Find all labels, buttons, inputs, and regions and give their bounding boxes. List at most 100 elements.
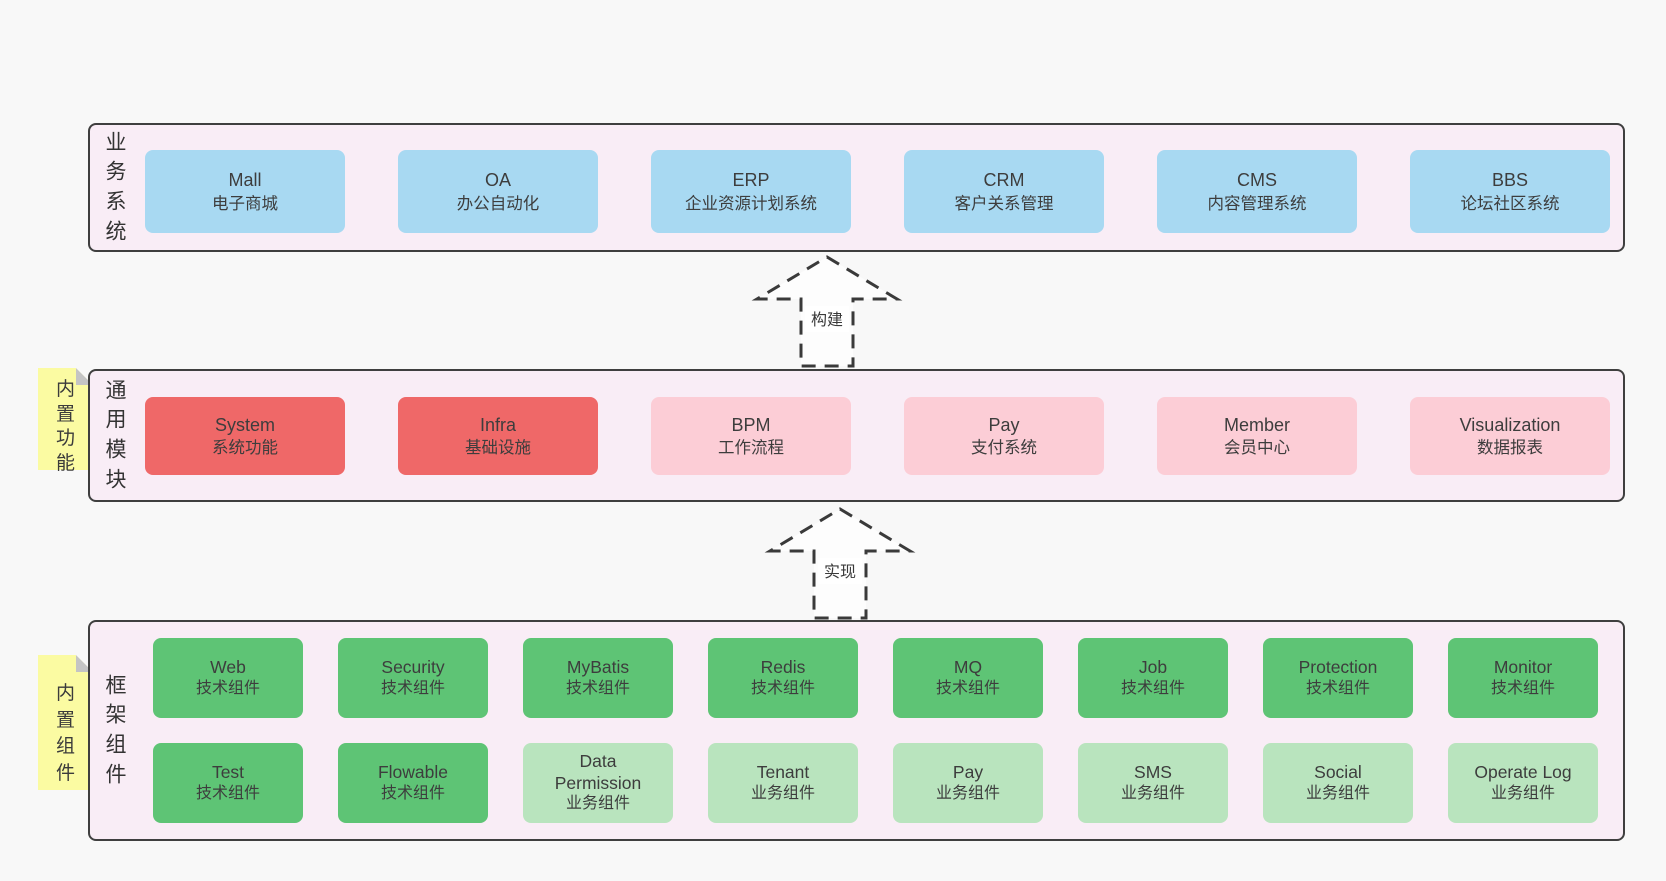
- box-oa: OA 办公自动化: [398, 150, 598, 233]
- box-bbs: BBS 论坛社区系统: [1410, 150, 1610, 233]
- box-title: Mall: [228, 170, 262, 191]
- box-subtitle: 技术组件: [380, 784, 445, 802]
- box-title: OA: [484, 170, 511, 191]
- box-subtitle: 系统功能: [212, 439, 278, 458]
- box-subtitle: 技术组件: [195, 784, 260, 802]
- box-title: Data Permission: [554, 750, 642, 793]
- box-title: Visualization: [1459, 414, 1561, 435]
- box-subtitle: 办公自动化: [456, 194, 540, 213]
- box-subtitle: 基础设施: [465, 439, 531, 458]
- box-subtitle: 业务组件: [565, 795, 630, 813]
- box-title: Flowable: [377, 761, 449, 782]
- box-subtitle: 技术组件: [1490, 679, 1555, 697]
- box-subtitle: 业务组件: [1490, 784, 1555, 802]
- box-tenant: Tenant 业务组件: [708, 743, 858, 823]
- box-subtitle: 技术组件: [380, 679, 445, 697]
- box-subtitle: 客户关系管理: [954, 194, 1054, 213]
- box-title: Web: [210, 656, 246, 677]
- box-title: Member: [1223, 414, 1290, 435]
- band-label: 业务系统: [105, 130, 127, 244]
- box-security: Security 技术组件: [338, 638, 488, 718]
- box-pay-component: Pay 业务组件: [893, 743, 1043, 823]
- box-web: Web 技术组件: [153, 638, 303, 718]
- box-title: Infra: [479, 414, 517, 435]
- box-flowable: Flowable 技术组件: [338, 743, 488, 823]
- box-test: Test 技术组件: [153, 743, 303, 823]
- box-title: BPM: [731, 414, 771, 435]
- box-subtitle: 工作流程: [718, 439, 784, 458]
- box-title: Tenant: [756, 761, 810, 782]
- band-label: 通用模块: [105, 378, 127, 492]
- box-title: Operate Log: [1474, 761, 1572, 782]
- box-pay-system: Pay 支付系统: [904, 397, 1104, 475]
- box-title: MQ: [953, 656, 983, 677]
- box-title: SMS: [1134, 761, 1172, 782]
- box-title: Monitor: [1493, 656, 1553, 677]
- box-job: Job 技术组件: [1078, 638, 1228, 718]
- box-crm: CRM 客户关系管理: [904, 150, 1104, 233]
- box-title: System: [214, 414, 275, 435]
- box-sms: SMS 业务组件: [1078, 743, 1228, 823]
- box-erp: ERP 企业资源计划系统: [651, 150, 851, 233]
- box-monitor: Monitor 技术组件: [1448, 638, 1598, 718]
- box-subtitle: 业务组件: [935, 784, 1000, 802]
- box-subtitle: 会员中心: [1224, 439, 1290, 458]
- component-row-2: Test 技术组件 Flowable 技术组件 Data Permission …: [153, 743, 1598, 823]
- box-subtitle: 业务组件: [1120, 784, 1185, 802]
- box-subtitle: 业务组件: [1305, 784, 1370, 802]
- band-common-modules: 通用模块 System 系统功能 Infra 基础设施 BPM 工作流程 Pay…: [88, 369, 1625, 502]
- band-framework-components: 框架组件 Web 技术组件 Security 技术组件 MyBatis 技术组件…: [88, 620, 1625, 841]
- box-title: BBS: [1491, 170, 1529, 191]
- box-mall: Mall 电子商城: [145, 150, 345, 233]
- arrow-label: 实现: [824, 563, 856, 581]
- box-title: MyBatis: [566, 656, 630, 677]
- box-subtitle: 企业资源计划系统: [685, 194, 817, 213]
- box-social: Social 业务组件: [1263, 743, 1413, 823]
- box-title: Security: [381, 656, 445, 677]
- box-subtitle: 内容管理系统: [1207, 194, 1307, 213]
- note-label: 内置组件: [55, 683, 75, 784]
- box-member: Member 会员中心: [1157, 397, 1357, 475]
- box-title: Test: [211, 761, 245, 782]
- box-title: Redis: [760, 656, 806, 677]
- box-subtitle: 技术组件: [1120, 679, 1185, 697]
- box-subtitle: 技术组件: [750, 679, 815, 697]
- box-operate-log: Operate Log 业务组件: [1448, 743, 1598, 823]
- component-row-1: Web 技术组件 Security 技术组件 MyBatis 技术组件 Redi…: [153, 638, 1598, 718]
- box-data-permission: Data Permission 业务组件: [523, 743, 673, 823]
- sticky-note-builtin-components: 内置组件: [38, 655, 93, 790]
- box-bpm: BPM 工作流程: [651, 397, 851, 475]
- box-subtitle: 技术组件: [935, 679, 1000, 697]
- box-visualization: Visualization 数据报表: [1410, 397, 1610, 475]
- box-row: Mall 电子商城 OA 办公自动化 ERP 企业资源计划系统 CRM 客户关系…: [145, 150, 1610, 233]
- box-infra: Infra 基础设施: [398, 397, 598, 475]
- band-label: 框架组件: [105, 673, 127, 787]
- note-label: 内置功能: [55, 379, 75, 475]
- box-title: Pay: [988, 414, 1020, 435]
- box-title: Protection: [1298, 656, 1378, 677]
- box-subtitle: 技术组件: [195, 679, 260, 697]
- box-subtitle: 技术组件: [565, 679, 630, 697]
- arrow-label: 构建: [811, 311, 843, 329]
- box-subtitle: 技术组件: [1305, 679, 1370, 697]
- box-mybatis: MyBatis 技术组件: [523, 638, 673, 718]
- box-title: Social: [1314, 761, 1362, 782]
- box-title: ERP: [732, 170, 770, 191]
- box-redis: Redis 技术组件: [708, 638, 858, 718]
- box-subtitle: 论坛社区系统: [1460, 194, 1560, 213]
- box-subtitle: 支付系统: [971, 439, 1037, 458]
- box-mq: MQ 技术组件: [893, 638, 1043, 718]
- box-system: System 系统功能: [145, 397, 345, 475]
- box-title: CMS: [1237, 170, 1277, 191]
- box-row: System 系统功能 Infra 基础设施 BPM 工作流程 Pay 支付系统…: [145, 397, 1610, 475]
- box-subtitle: 业务组件: [750, 784, 815, 802]
- box-subtitle: 电子商城: [212, 194, 278, 213]
- sticky-note-builtin-features: 内置功能: [38, 368, 93, 474]
- band-business-systems: 业务系统 Mall 电子商城 OA 办公自动化 ERP 企业资源计划系统 CRM…: [88, 123, 1625, 252]
- box-title: CRM: [983, 170, 1025, 191]
- box-protection: Protection 技术组件: [1263, 638, 1413, 718]
- build-arrow-icon: 构建: [751, 255, 903, 368]
- implement-arrow-icon: 实现: [764, 507, 916, 620]
- box-title: Pay: [952, 761, 984, 782]
